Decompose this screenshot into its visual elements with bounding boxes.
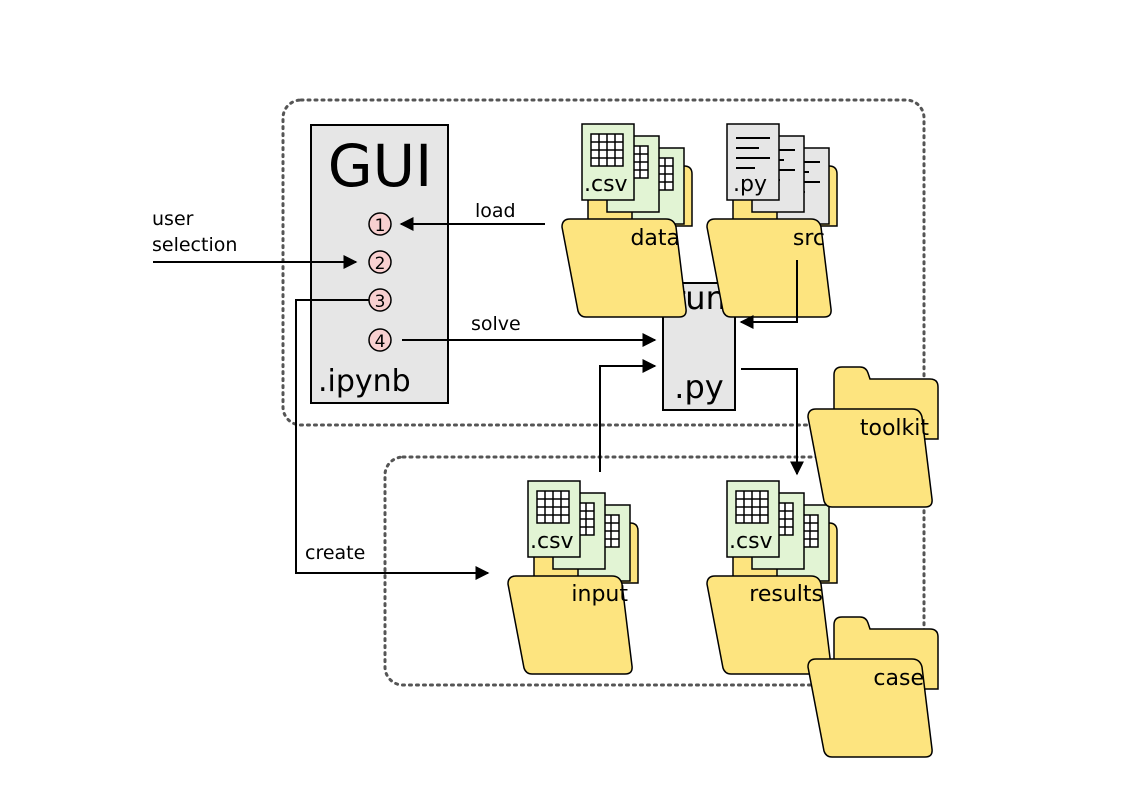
user-selection-label-2: selection — [152, 234, 237, 256]
data-folder: .csv data — [561, 123, 693, 318]
case-folder: case — [807, 616, 939, 758]
user-selection-label-1: user — [152, 208, 194, 230]
gui-extension: .ipynb — [318, 364, 411, 399]
data-folder-label: data — [630, 226, 680, 251]
input-to-run-arrow — [599, 359, 657, 472]
data-file-ext: .csv — [584, 172, 628, 197]
src-to-run-arrow — [739, 260, 798, 329]
results-file-ext: .csv — [729, 529, 773, 554]
step-3: 3 — [368, 288, 392, 312]
src-file-ext: .py — [733, 172, 767, 197]
step-2-label: 2 — [375, 254, 386, 274]
step-2: 2 — [368, 250, 392, 274]
input-file-ext: .csv — [530, 529, 574, 554]
toolkit-folder: toolkit — [807, 366, 939, 508]
load-label: load — [475, 200, 516, 222]
toolkit-folder-label: toolkit — [860, 416, 930, 441]
input-folder: .csv input — [507, 480, 639, 675]
solve-label: solve — [471, 313, 521, 335]
step-1-label: 1 — [375, 216, 386, 236]
results-folder-label: results — [749, 582, 823, 607]
input-folder-label: input — [571, 582, 628, 607]
case-boundary — [383, 455, 926, 687]
create-label: create — [305, 542, 365, 564]
step-1: 1 — [368, 212, 392, 236]
run-py-bottom: .py — [674, 368, 723, 406]
src-folder-label: src — [793, 226, 825, 251]
step-4-label: 4 — [375, 332, 386, 352]
create-arrow — [295, 299, 490, 580]
step-4: 4 — [368, 328, 392, 352]
case-folder-label: case — [873, 666, 924, 691]
gui-title: GUI — [328, 132, 433, 200]
results-folder: .csv results — [706, 480, 838, 675]
step-3-label: 3 — [375, 292, 386, 312]
run-to-results-arrow — [741, 368, 804, 476]
src-folder: .py src — [706, 123, 838, 318]
